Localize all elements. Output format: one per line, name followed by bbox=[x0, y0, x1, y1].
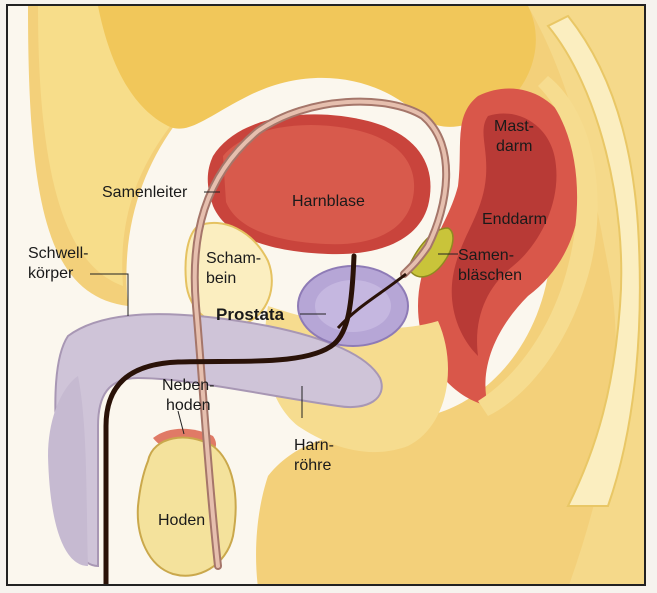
label-schwellkoerper-line2: körper bbox=[28, 264, 73, 283]
label-samenblaeschen-line1: Samen- bbox=[458, 246, 514, 265]
label-schambein-line2: bein bbox=[206, 269, 236, 288]
label-harnblase: Harnblase bbox=[292, 192, 365, 211]
bladder-wall bbox=[223, 125, 414, 244]
label-nebenhoden-line2: hoden bbox=[166, 396, 211, 415]
label-samenleiter: Samenleiter bbox=[102, 183, 187, 202]
label-hoden: Hoden bbox=[158, 511, 205, 530]
label-schambein-line1: Scham- bbox=[206, 249, 261, 268]
label-nebenhoden-line1: Neben- bbox=[162, 376, 214, 395]
label-mastdarm-line2: darm bbox=[496, 137, 532, 156]
anatomy-illustration bbox=[8, 6, 646, 586]
label-schwellkoerper-line1: Schwell- bbox=[28, 244, 88, 263]
label-samenblaeschen-line2: bläschen bbox=[458, 266, 522, 285]
label-harnroehre-line1: Harn- bbox=[294, 436, 334, 455]
label-enddarm: Enddarm bbox=[482, 210, 547, 229]
figure-frame: Mast- darm Samenleiter Harnblase Enddarm… bbox=[6, 4, 646, 586]
label-harnroehre-line2: röhre bbox=[294, 456, 331, 475]
label-mastdarm-line1: Mast- bbox=[494, 117, 534, 136]
scrotum bbox=[138, 438, 236, 576]
label-prostata: Prostata bbox=[216, 305, 284, 324]
